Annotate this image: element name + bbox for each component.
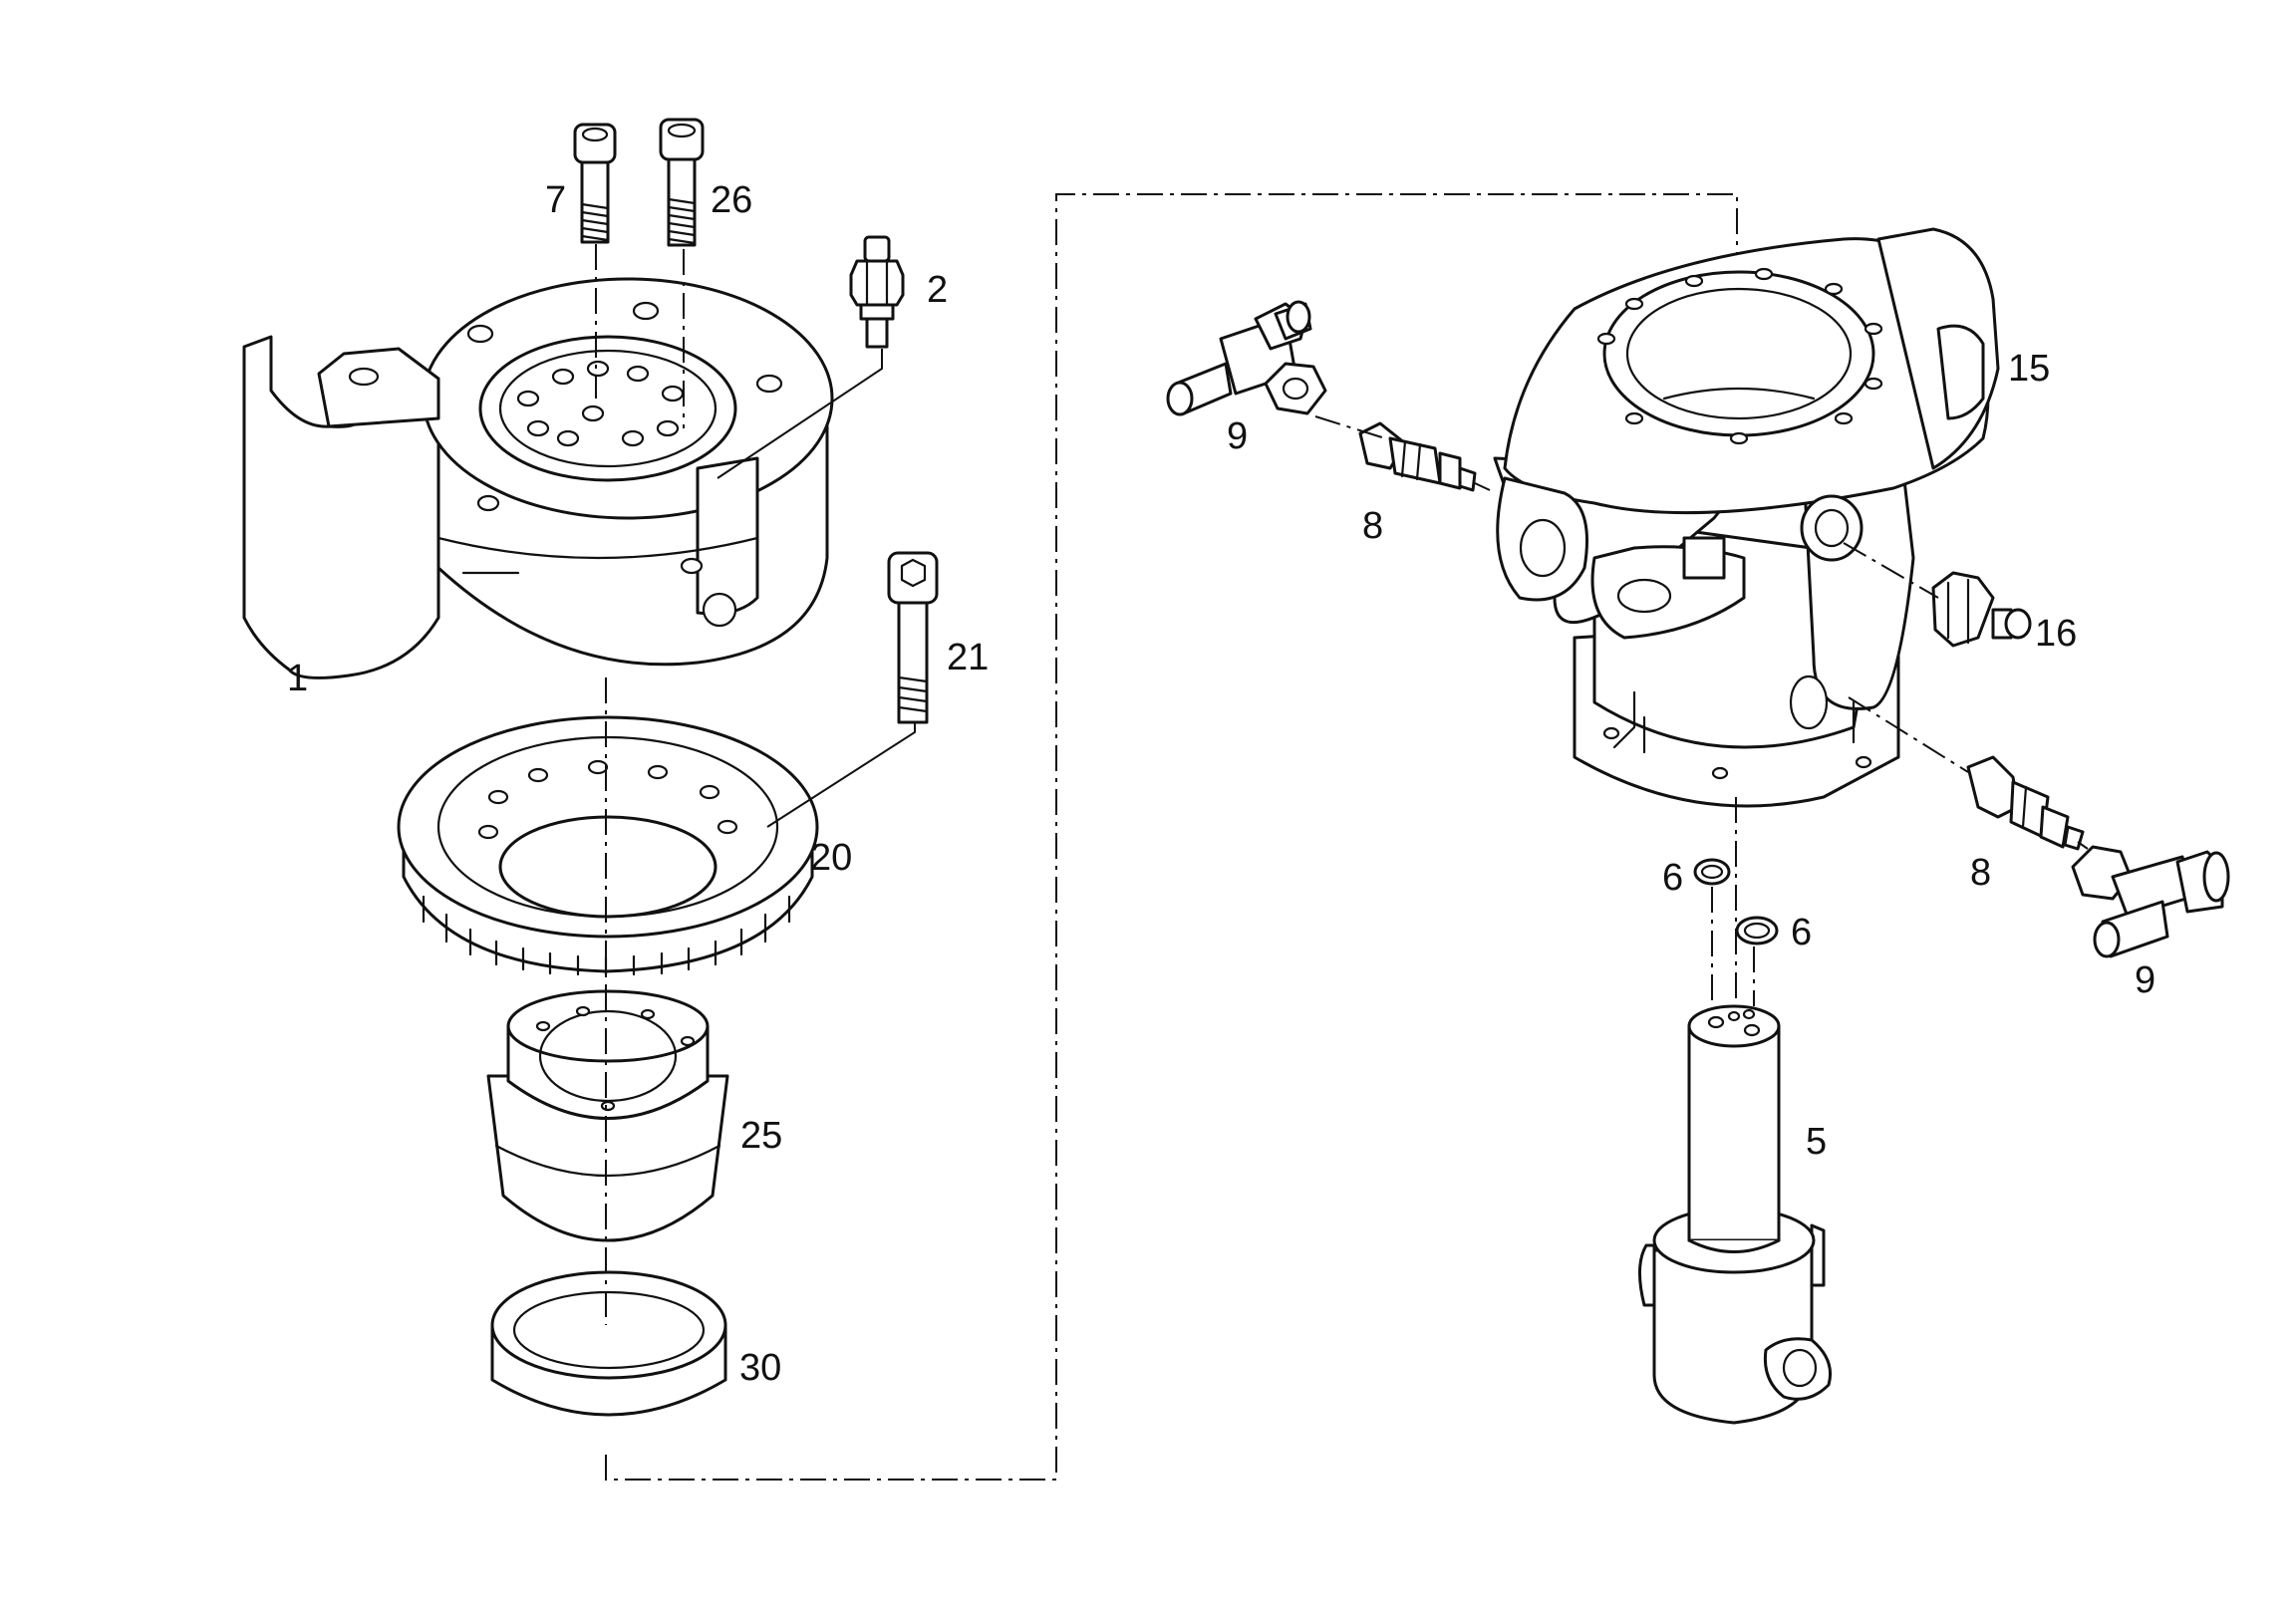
part-6-o-ring-a: [1693, 858, 1731, 886]
part-26-cap-screw: [659, 118, 705, 247]
part-1-swivel-housing: [242, 277, 834, 679]
label-part-8b: 8: [1970, 852, 1991, 894]
label-part-25: 25: [740, 1115, 782, 1157]
part-2-nipple-fitting: [849, 235, 905, 349]
label-part-7: 7: [545, 179, 566, 221]
label-part-16: 16: [2035, 613, 2077, 655]
part-6-o-ring-b: [1735, 916, 1779, 945]
part-9-tee-fitting-upper: [1166, 300, 1327, 416]
assembly-axes: [595, 244, 2089, 1325]
label-part-26: 26: [711, 179, 752, 221]
label-part-21: 21: [947, 637, 989, 678]
leader-lines: [717, 349, 916, 828]
part-25-bearing-ring: [486, 989, 729, 1242]
assembly-connector-line: [605, 193, 1738, 1481]
part-15-knuckle-housing: [1493, 227, 2000, 808]
part-8-adapter-upper: [1358, 421, 1477, 492]
label-part-30: 30: [739, 1347, 781, 1389]
part-20-ring-gear: [397, 715, 819, 977]
part-8-adapter-lower: [1966, 755, 2085, 851]
label-part-15: 15: [2008, 348, 2050, 390]
label-part-20: 20: [810, 837, 852, 879]
label-part-5: 5: [1806, 1121, 1827, 1163]
part-21-cap-screw: [887, 551, 939, 724]
label-part-2: 2: [927, 269, 948, 311]
part-16-grease-nipple: [1931, 571, 2032, 648]
label-part-1: 1: [287, 658, 308, 699]
part-7-cap-screw: [573, 123, 617, 244]
label-part-8a: 8: [1362, 505, 1383, 547]
part-5-king-pin: [1638, 1004, 1833, 1425]
label-part-6b: 6: [1791, 912, 1812, 953]
label-part-9b: 9: [2135, 959, 2155, 1001]
label-part-6a: 6: [1662, 857, 1683, 899]
part-9-tee-fitting-lower: [2071, 845, 2230, 958]
label-part-9a: 9: [1227, 415, 1248, 457]
part-30-seal-ring: [490, 1270, 727, 1417]
